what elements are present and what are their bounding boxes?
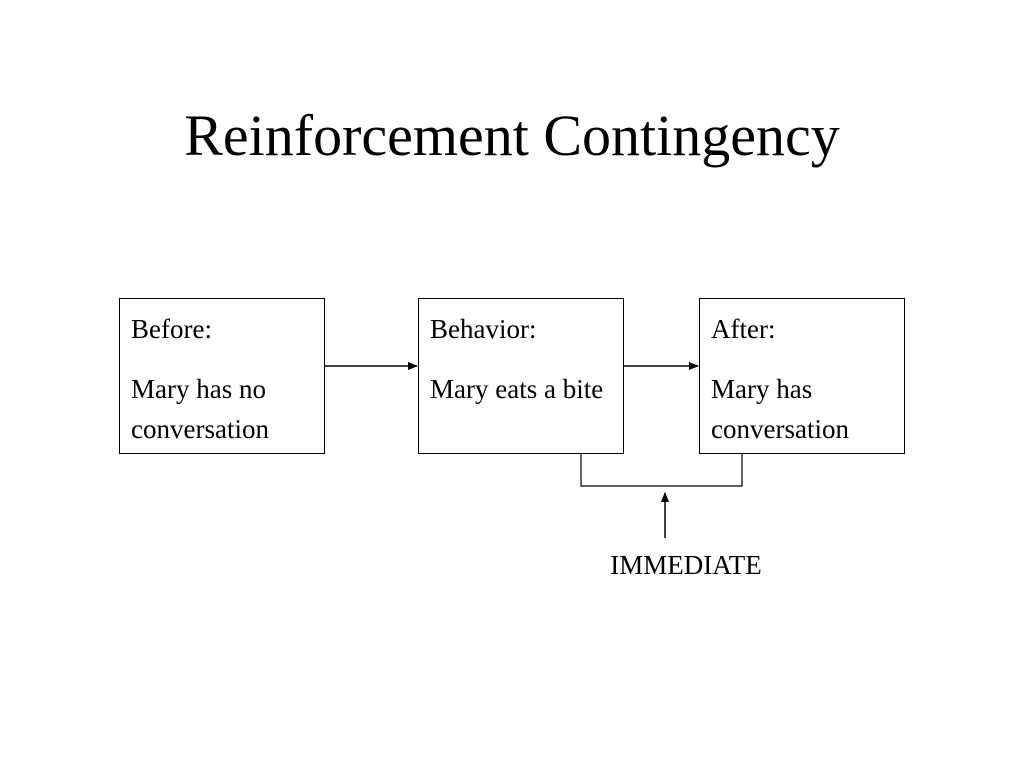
behavior-box: Behavior: Mary eats a bite [418, 298, 624, 454]
before-body: Mary has no conversation [131, 374, 269, 444]
immediate-label: IMMEDIATE [610, 550, 762, 580]
before-box: Before: Mary has no conversation [119, 298, 325, 454]
after-body: Mary has conversation [711, 374, 849, 444]
bracket-behavior-after [580, 454, 743, 487]
after-box: After: Mary has conversation [699, 298, 905, 454]
after-heading: After: [711, 314, 776, 344]
slide-title: Reinforcement Contingency [184, 103, 840, 168]
behavior-body: Mary eats a bite [430, 374, 604, 404]
behavior-heading: Behavior: [430, 314, 537, 344]
before-heading: Before: [131, 314, 212, 344]
